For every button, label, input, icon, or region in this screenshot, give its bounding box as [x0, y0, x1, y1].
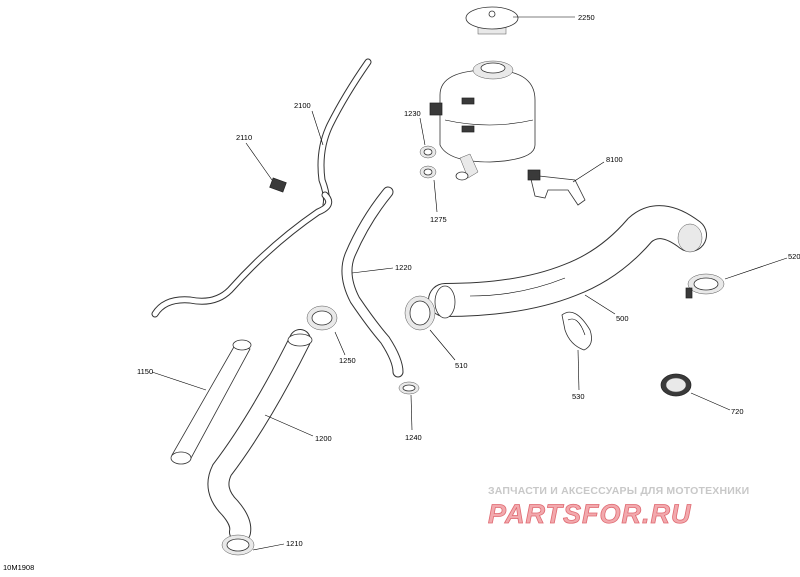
watermark-logo: PARTSFOR.RU: [488, 499, 692, 529]
pipe-1150: [170, 339, 252, 465]
label-1240: 1240: [405, 433, 422, 442]
radiator-cap: [465, 6, 519, 35]
label-1275: 1275: [430, 215, 447, 224]
clamp-1210: [221, 534, 255, 556]
bracket-530: [561, 311, 592, 351]
label-720: 720: [731, 407, 744, 416]
label-500: 500: [616, 314, 629, 323]
hose-overflow: [151, 191, 333, 318]
connector-2110: [269, 177, 287, 193]
label-1230: 1230: [404, 109, 421, 118]
watermark-caption: ЗАПЧАСТИ И АКСЕССУАРЫ ДЛЯ МОТОТЕХНИКИ: [488, 485, 749, 497]
label-2100: 2100: [294, 101, 311, 110]
label-2110: 2110: [236, 133, 252, 142]
clamp-1230: [419, 145, 437, 159]
label-530: 530: [572, 392, 585, 401]
clamp-720: [660, 373, 692, 397]
clamp-510: [404, 295, 436, 331]
label-1200: 1200: [315, 434, 332, 443]
label-1150: 1150: [137, 367, 153, 376]
label-1210: 1210: [286, 539, 303, 548]
label-8100: 8100: [606, 155, 623, 164]
label-2250: 2250: [578, 13, 595, 22]
expansion-tank: [429, 60, 536, 181]
clamp-1275: [419, 165, 437, 179]
label-1250: 1250: [339, 356, 356, 365]
label-1220: 1220: [395, 263, 412, 272]
leader-lines: [151, 16, 788, 551]
clamp-1250: [306, 305, 338, 331]
bracket-8100: [527, 169, 586, 206]
clamp-520: [685, 273, 725, 299]
diagram-code: 10M1908: [3, 563, 34, 572]
clamp-1240: [398, 381, 420, 395]
label-510: 510: [455, 361, 468, 370]
label-520: 520: [788, 252, 800, 261]
